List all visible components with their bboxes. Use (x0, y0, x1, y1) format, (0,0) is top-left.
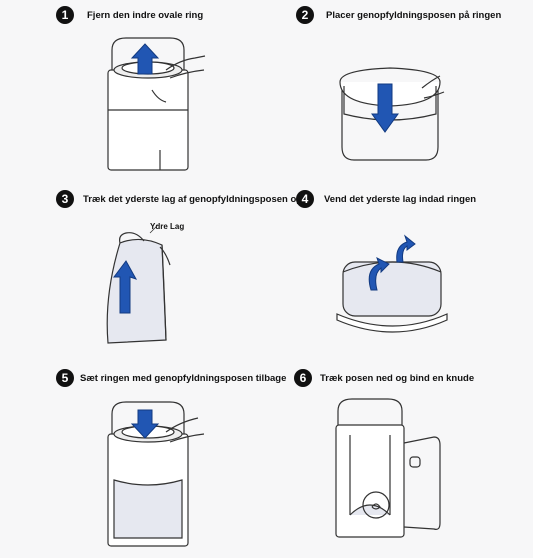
step-2-illustration (339, 67, 445, 161)
arrow-down-icon (130, 409, 160, 439)
step-number-1: 1 (56, 6, 74, 24)
step-number-2: 2 (296, 6, 314, 24)
step-caption-2: Placer genopfyldningsposen på ringen (326, 10, 502, 21)
step-5-illustration (107, 401, 205, 547)
arrow-down-icon (371, 83, 399, 133)
arrow-up-curved-icon (113, 260, 138, 314)
step-6-illustration (335, 398, 441, 538)
step-caption-1: Fjern den indre ovale ring (87, 10, 204, 21)
step-number-4: 4 (296, 190, 314, 208)
arrow-up-icon (130, 43, 160, 75)
outer-layer-label: Ydre Lag (150, 222, 185, 231)
step-caption-5: Sæt ringen med genopfyldningsposen tilba… (80, 373, 287, 384)
step-caption-6: Træk posen ned og bind en knude (320, 373, 475, 384)
step-number-3: 3 (56, 190, 74, 208)
step-number-5: 5 (56, 369, 74, 387)
step-3-illustration (106, 225, 171, 344)
step-4-illustration (336, 234, 448, 333)
step-caption-3: Træk det yderste lag af genopfyldningspo… (83, 194, 303, 205)
step-caption-4: Vend det yderste lag indad ringen (324, 194, 477, 205)
step-number-6: 6 (294, 369, 312, 387)
step-1-illustration (107, 37, 206, 171)
rotate-arrow-icon (368, 234, 416, 291)
